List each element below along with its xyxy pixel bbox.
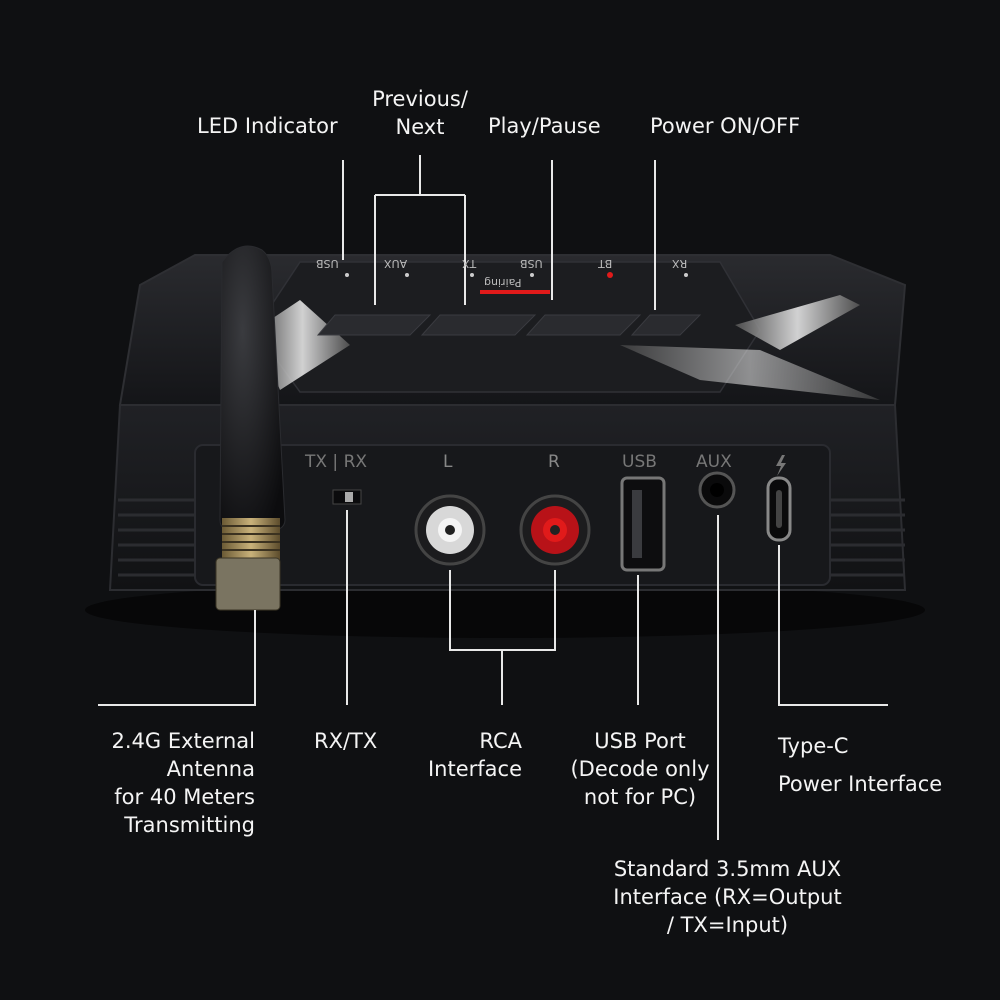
- callout-usb-port: USB Port (Decode only not for PC): [560, 727, 720, 811]
- callout-play-pause: Play/Pause: [488, 114, 601, 138]
- top-mark-rx: RX: [672, 257, 688, 270]
- front-panel: [194, 444, 831, 586]
- callout-antenna-line2: Antenna: [166, 757, 255, 781]
- top-mark-bt: BT: [598, 257, 613, 270]
- type-c-port[interactable]: [766, 476, 792, 542]
- callout-rca-line1: RCA: [479, 729, 522, 753]
- callout-type-c: Type-C Power Interface: [778, 727, 942, 803]
- callout-antenna: 2.4G External Antenna for 40 Meters Tran…: [60, 727, 255, 839]
- callout-rca-line2: Interface: [427, 757, 522, 781]
- chrome-accent-left: [255, 300, 350, 390]
- callout-previous-next-line2: Next: [395, 115, 445, 139]
- callout-antenna-line3: for 40 Meters: [114, 785, 255, 809]
- pairing-led-bar: [480, 290, 550, 294]
- led-indicator-red: [607, 272, 613, 278]
- top-mark-pairing: Pairing: [484, 276, 522, 289]
- vents-left: [118, 498, 195, 577]
- rca-right-marking: R: [548, 452, 560, 472]
- rca-left-marking: L: [443, 452, 453, 472]
- top-mark-usb2: USB: [520, 257, 543, 270]
- rca-right-jack[interactable]: [519, 494, 591, 566]
- callout-lines: [98, 155, 888, 840]
- callout-rca: RCA Interface: [400, 727, 522, 783]
- chrome-accent-front-right: [620, 345, 880, 400]
- callout-type-c-line2: Power Interface: [778, 772, 943, 796]
- antenna: [215, 245, 286, 611]
- aux-marking: AUX: [696, 452, 732, 472]
- callout-aux-line3: / TX=Input): [666, 913, 789, 937]
- aux-port[interactable]: [698, 471, 736, 509]
- usb-marking: USB: [622, 452, 657, 472]
- top-mark-aux: AUX: [384, 257, 408, 270]
- callout-rx-tx: RX/TX: [314, 729, 378, 753]
- callout-aux-line2: Interface (RX=Output: [613, 885, 842, 909]
- callout-usb-port-line1: USB Port: [594, 729, 686, 753]
- callout-led-indicator: LED Indicator: [197, 114, 338, 138]
- callout-power: Power ON/OFF: [650, 114, 801, 138]
- device-shadow: [85, 582, 925, 638]
- usb-port[interactable]: [620, 476, 666, 572]
- switch-marking: TX | RX: [305, 452, 368, 472]
- top-buttons[interactable]: [316, 314, 702, 336]
- callout-aux-line1: Standard 3.5mm AUX: [613, 857, 842, 881]
- callout-antenna-line1: 2.4G External: [111, 729, 255, 753]
- callout-previous-next: Previous/ Next: [362, 85, 478, 141]
- rca-left-jack[interactable]: [414, 494, 486, 566]
- callout-previous-next-line1: Previous/: [372, 87, 468, 111]
- power-symbol: [776, 455, 786, 476]
- callout-usb-port-line2: (Decode only: [570, 757, 710, 781]
- top-mark-usb1: USB: [316, 257, 339, 270]
- callout-usb-port-line3: not for PC): [583, 785, 697, 809]
- callout-type-c-line1: Type-C: [778, 734, 849, 758]
- callout-aux: Standard 3.5mm AUX Interface (RX=Output …: [600, 855, 855, 939]
- top-mark-tx: TX: [462, 257, 477, 270]
- vents-right: [830, 498, 905, 577]
- chrome-accent-right: [735, 295, 860, 350]
- callout-antenna-line4: Transmitting: [124, 813, 255, 837]
